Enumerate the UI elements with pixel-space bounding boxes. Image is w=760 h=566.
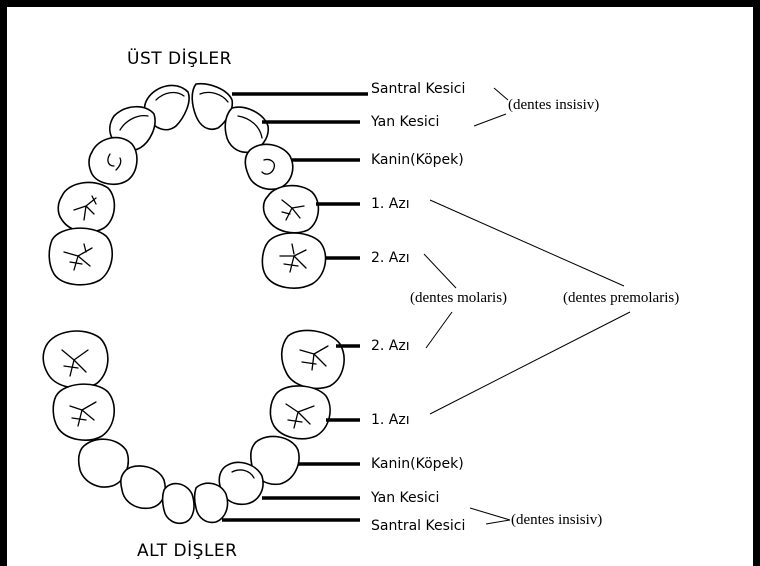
upper-right-second-premolar bbox=[261, 232, 327, 289]
lower-canine-label: Kanin(Köpek) bbox=[371, 456, 464, 472]
upper-right-canine bbox=[244, 143, 294, 190]
lower-teeth-heading: ALT DİŞLER bbox=[137, 540, 237, 561]
upper-central-incisor-label: Santral Kesici bbox=[371, 81, 465, 97]
lower-lateral-incisor-label: Yan Kesici bbox=[370, 490, 439, 506]
connector-lines bbox=[423, 87, 631, 525]
upper-right-central-incisor bbox=[191, 82, 234, 131]
lower-central-incisor-label: Santral Kesici bbox=[371, 518, 465, 534]
lower-right-first-premolar bbox=[269, 385, 331, 440]
upper-pointer-lines bbox=[232, 92, 368, 260]
upper-canine-label: Kanin(Köpek) bbox=[371, 152, 464, 168]
upper-first-premolar-label: 1. Azı bbox=[371, 196, 410, 212]
molaris-latin-term: (dentes molaris) bbox=[410, 290, 507, 306]
lower-incisor-latin-term: (dentes insisiv) bbox=[511, 512, 602, 528]
lower-arch bbox=[42, 329, 345, 525]
lower-first-premolar-label: 1. Azı bbox=[371, 412, 410, 428]
upper-left-second-premolar bbox=[48, 227, 113, 286]
premolaris-latin-term: (dentes premolaris) bbox=[563, 290, 679, 306]
upper-incisor-latin-term: (dentes insisiv) bbox=[508, 97, 599, 113]
lower-right-central-incisor bbox=[193, 482, 229, 524]
upper-teeth-heading: ÜST DİŞLER bbox=[127, 47, 232, 69]
lower-right-canine bbox=[250, 435, 300, 486]
upper-left-canine bbox=[88, 136, 138, 186]
lower-left-canine bbox=[77, 438, 130, 488]
lower-right-lateral-incisor bbox=[218, 461, 264, 506]
lower-left-central-incisor bbox=[161, 482, 195, 525]
lower-left-lateral-incisor bbox=[120, 465, 166, 510]
upper-arch bbox=[48, 82, 327, 289]
lower-pointer-lines bbox=[222, 344, 360, 522]
upper-lateral-incisor-label: Yan Kesici bbox=[370, 114, 439, 130]
lower-second-premolar-label: 2. Azı bbox=[371, 338, 410, 354]
upper-second-premolar-label: 2. Azı bbox=[371, 250, 410, 266]
